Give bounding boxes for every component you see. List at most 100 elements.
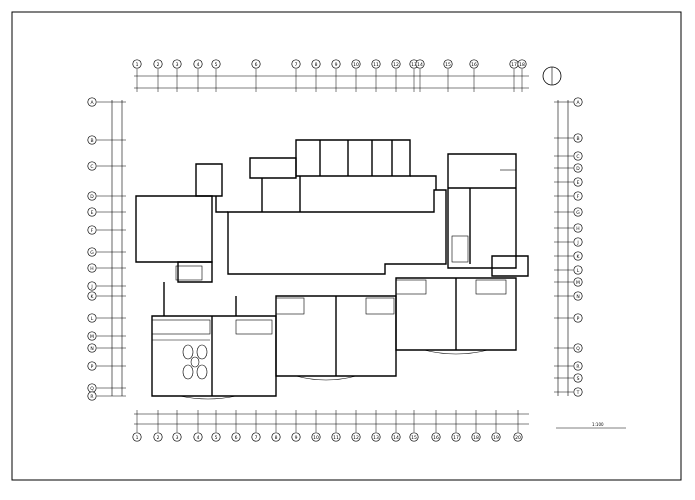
bottom-axis-bubble: 16 (431, 432, 441, 442)
bottom-axis-bubble: 7 (251, 432, 261, 442)
left-axis-bubble: B (87, 135, 97, 145)
right-axis-bubble: N (573, 291, 583, 301)
axis-label: 17 (453, 435, 459, 441)
axis-label: 6 (235, 435, 238, 441)
bottom-axis-bubble: 1 (132, 432, 142, 442)
top-axis-bubble: 17 (509, 59, 519, 69)
axis-label: 8 (275, 435, 278, 441)
axis-label: C (576, 154, 579, 160)
bottom-axis-bubble: 12 (351, 432, 361, 442)
axis-label: R (90, 394, 93, 400)
left-axis-bubble: R (87, 391, 97, 401)
axis-label: G (90, 250, 94, 256)
building-walls (135, 139, 529, 397)
right-axis-bubble: L (573, 265, 583, 275)
north-arrow-icon (542, 66, 562, 86)
axis-label: 20 (515, 435, 521, 441)
axis-label: 7 (255, 435, 258, 441)
right-axis-bubble: R (573, 361, 583, 371)
axis-label: D (576, 166, 580, 172)
axis-label: P (577, 316, 580, 322)
axis-label: H (90, 266, 93, 272)
left-axis-bubble: Q (87, 383, 97, 393)
right-axis-bubble: B (573, 133, 583, 143)
axis-label: B (90, 138, 93, 144)
axis-label: S (577, 376, 580, 382)
axis-label: 5 (215, 62, 218, 68)
bottom-axis-bubble: 8 (271, 432, 281, 442)
axis-label: 4 (197, 62, 200, 68)
right-axis-bubble: G (573, 207, 583, 217)
axis-label: A (90, 100, 94, 106)
axis-label: 3 (176, 62, 179, 68)
bottom-axis-bubble: 10 (311, 432, 321, 442)
axis-label: A (576, 100, 580, 106)
top-axis-bubble: 8 (311, 59, 321, 69)
axis-label: 16 (433, 435, 439, 441)
axis-label: 11 (373, 62, 379, 68)
axis-label: 3 (176, 435, 179, 441)
scale-caption: 1:100 (592, 422, 604, 427)
sheet-border (11, 11, 682, 481)
axis-label: 6 (255, 62, 258, 68)
axis-label: Q (90, 386, 94, 392)
left-axis-bubble: J (87, 281, 97, 291)
top-axis-bubble: 3 (172, 59, 182, 69)
axis-label: 9 (295, 435, 298, 441)
axis-label: K (91, 294, 95, 300)
axis-label: 19 (493, 435, 499, 441)
bottom-axis-bubble: 11 (331, 432, 341, 442)
dining-tables (182, 344, 208, 380)
bottom-axis-bubble: 20 (513, 432, 523, 442)
axis-label: 13 (373, 435, 379, 441)
right-dimension-lines (557, 100, 569, 396)
axis-label: 8 (315, 62, 318, 68)
axis-label: 1 (136, 435, 139, 441)
axis-label: F (577, 194, 580, 200)
axis-label: 11 (333, 435, 339, 441)
bottom-axis-bubble: 6 (231, 432, 241, 442)
right-axis-bubble: F (573, 191, 583, 201)
top-axis-bubble: 9 (331, 59, 341, 69)
axis-label: 4 (197, 435, 200, 441)
bottom-axis-bubble: 14 (391, 432, 401, 442)
top-axis-bubble: 10 (351, 59, 361, 69)
axis-label: E (91, 210, 94, 216)
axis-label: 12 (353, 435, 359, 441)
top-axis-bubble: 5 (211, 59, 221, 69)
axis-label: 15 (411, 435, 417, 441)
left-axis-bubble: M (87, 331, 97, 341)
right-axis-bubble: H (573, 223, 583, 233)
bottom-axis-bubble: 4 (193, 432, 203, 442)
axis-label: 17 (511, 62, 517, 68)
axis-label: E (577, 180, 580, 186)
right-axis-bubble: S (573, 373, 583, 383)
top-axis-bubble: 12 (391, 59, 401, 69)
axis-label: 14 (417, 62, 423, 68)
axis-label: 12 (393, 62, 399, 68)
axis-label: 2 (157, 435, 160, 441)
top-axis-bubble: 1 (132, 59, 142, 69)
top-axis-bubble: 7 (291, 59, 301, 69)
dimension-ticks (97, 69, 573, 432)
top-axis-bubble: 18 (517, 59, 527, 69)
bottom-axis-bubble: 5 (211, 432, 221, 442)
right-axis-bubble: M (573, 277, 583, 287)
axis-label: 18 (473, 435, 479, 441)
axis-label: 10 (353, 62, 359, 68)
axis-label: 10 (313, 435, 319, 441)
top-dimension-lines (134, 75, 529, 89)
left-axis-bubble: N (87, 343, 97, 353)
right-axis-bubble: J (573, 237, 583, 247)
axis-label: M (576, 280, 580, 286)
axis-label: 15 (445, 62, 451, 68)
bottom-axis-bubble: 17 (451, 432, 461, 442)
right-axis-bubble: C (573, 151, 583, 161)
left-axis-bubble: K (87, 291, 97, 301)
bottom-axis-bubble: 15 (409, 432, 419, 442)
bottom-axis-bubble: 13 (371, 432, 381, 442)
axis-label: F (91, 228, 94, 234)
top-axis-bubble: 2 (153, 59, 163, 69)
right-axis-bubble: D (573, 163, 583, 173)
